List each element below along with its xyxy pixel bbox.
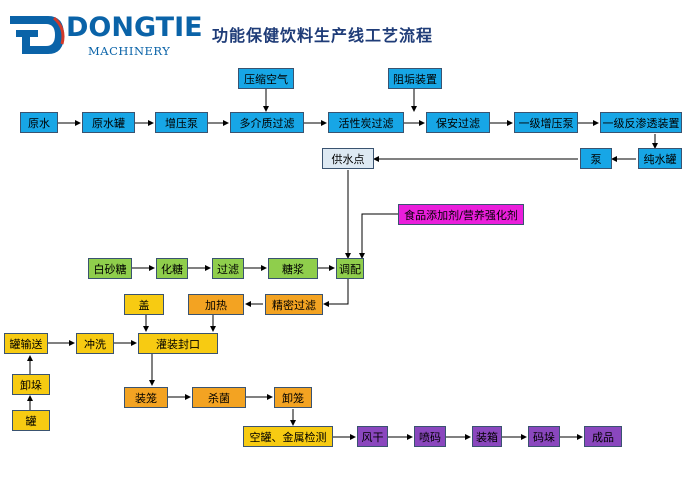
node-cap: 盖 xyxy=(124,294,164,315)
node-booster-pump: 增压泵 xyxy=(155,112,208,133)
node-unloading: 卸垛 xyxy=(12,374,50,395)
node-food-additives: 食品添加剂/营养强化剂 xyxy=(398,204,524,225)
node-unloading-basket: 卸笼 xyxy=(274,387,312,408)
node-stacking: 码垛 xyxy=(528,426,560,447)
node-water-supply-point: 供水点 xyxy=(322,148,374,169)
node-washing: 冲洗 xyxy=(76,333,114,354)
node-finished-product: 成品 xyxy=(584,426,622,447)
arrow xyxy=(323,278,349,307)
node-coding: 喷码 xyxy=(414,426,446,447)
node-pure-water-tank: 纯水罐 xyxy=(638,148,682,169)
node-air-drying: 风干 xyxy=(357,426,388,447)
node-scale-inhibitor: 阻垢装置 xyxy=(388,68,442,89)
node-fine-filtering: 精密过滤 xyxy=(265,294,323,315)
page-title: 功能保健饮料生产线工艺流程 xyxy=(212,26,434,45)
logo-mark-icon xyxy=(10,16,65,54)
node-filtering: 过滤 xyxy=(212,258,244,279)
node-first-stage-ro: 一级反渗透装置 xyxy=(600,112,682,133)
node-can-conveying: 罐输送 xyxy=(4,333,48,354)
node-activated-carbon-filter: 活性炭过滤 xyxy=(328,112,404,133)
node-syrup: 糖浆 xyxy=(268,258,318,279)
node-can: 罐 xyxy=(12,410,50,431)
brand-subtitle: MACHINERY xyxy=(88,44,171,58)
node-pump: 泵 xyxy=(580,148,612,169)
node-empty-can-metal-detection: 空罐、金属检测 xyxy=(243,426,333,447)
node-first-stage-pump: 一级增压泵 xyxy=(514,112,578,133)
node-security-filter: 保安过滤 xyxy=(426,112,490,133)
node-filling-sealing: 灌装封口 xyxy=(138,333,218,354)
node-blending: 调配 xyxy=(336,258,364,279)
node-boxing: 装箱 xyxy=(472,426,502,447)
node-sugar-dissolving: 化糖 xyxy=(156,258,188,279)
node-sterilization: 杀菌 xyxy=(192,387,246,408)
node-raw-water-tank: 原水罐 xyxy=(82,112,135,133)
brand-name: DONGTIE xyxy=(66,12,203,43)
arrow xyxy=(359,213,398,259)
node-compressed-air: 压缩空气 xyxy=(238,68,294,89)
node-heating: 加热 xyxy=(188,294,244,315)
node-loading-basket: 装笼 xyxy=(124,387,168,408)
node-multimedia-filter: 多介质过滤 xyxy=(230,112,304,133)
node-raw-water: 原水 xyxy=(20,112,58,133)
node-white-sugar: 白砂糖 xyxy=(88,258,132,279)
company-logo: DONGTIE MACHINERY xyxy=(8,6,203,64)
